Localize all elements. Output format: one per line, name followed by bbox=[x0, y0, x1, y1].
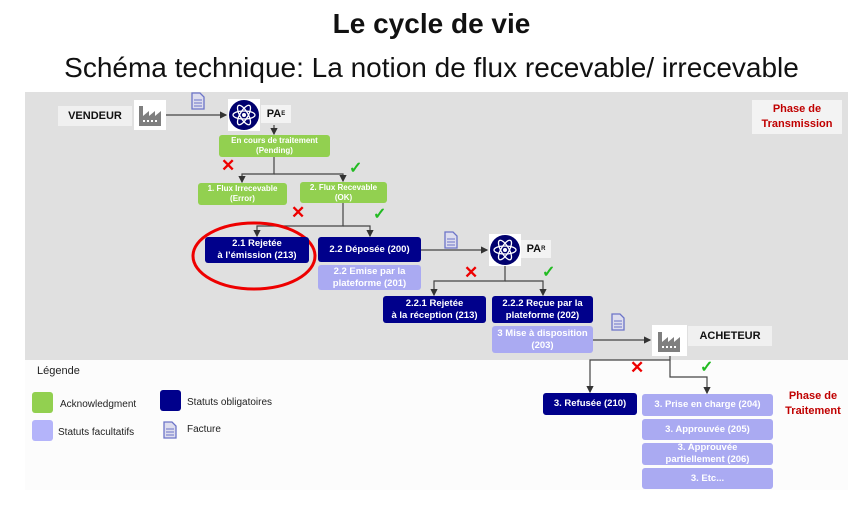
legend-facultatifs: Statuts facultatifs bbox=[58, 427, 135, 438]
accept-check-icon: ✓ bbox=[349, 160, 363, 177]
platform-emission-icon bbox=[228, 99, 260, 131]
status-etc: 3. Etc... bbox=[642, 468, 773, 489]
acheteur-label: ACHETEUR bbox=[688, 326, 772, 346]
status-refusee: 3. Refusée (210) bbox=[543, 393, 637, 415]
status-prise-en-charge: 3. Prise en charge (204) bbox=[642, 394, 773, 416]
status-pending: En cours de traitement(Pending) bbox=[219, 135, 330, 157]
legend-title: Légende bbox=[37, 365, 80, 377]
slide-title: Le cycle de vie bbox=[332, 8, 531, 39]
legend-obligatoires: Statuts obligatoires bbox=[187, 397, 273, 408]
reject-x-icon: ✕ bbox=[464, 263, 479, 282]
highlight-ellipse bbox=[191, 221, 317, 291]
accept-check-icon: ✓ bbox=[700, 359, 714, 376]
invoice-icon bbox=[163, 421, 177, 439]
reject-x-icon: ✕ bbox=[221, 156, 236, 175]
status-mise-disposition: 3 Mise à disposition(203) bbox=[492, 326, 593, 353]
legend-acknowledgment: Acknowledgment bbox=[60, 399, 137, 410]
legend-swatch-acknowledgment bbox=[32, 392, 53, 413]
platform-reception-icon bbox=[489, 234, 521, 266]
vendeur-label: VENDEUR bbox=[58, 106, 132, 126]
legend-swatch-facultatifs bbox=[32, 420, 53, 441]
status-flux-recevable: 2. Flux Recevable(OK) bbox=[300, 182, 387, 203]
status-approuvee: 3. Approuvée (205) bbox=[642, 419, 773, 440]
accept-check-icon: ✓ bbox=[373, 206, 387, 223]
invoice-icon bbox=[611, 313, 625, 331]
slide-subtitle: Schéma technique: La notion de flux rece… bbox=[64, 52, 799, 83]
status-deposee: 2.2 Déposée (200) bbox=[318, 237, 421, 262]
invoice-icon bbox=[191, 92, 205, 110]
invoice-icon bbox=[444, 231, 458, 249]
accept-check-icon: ✓ bbox=[542, 264, 556, 281]
factory-icon bbox=[134, 100, 166, 130]
factory-icon bbox=[652, 325, 687, 356]
status-flux-irrecevable: 1. Flux Irrecevable(Error) bbox=[198, 183, 287, 205]
legend-facture: Facture bbox=[187, 424, 221, 435]
reject-x-icon: ✕ bbox=[630, 358, 645, 377]
reject-x-icon: ✕ bbox=[291, 203, 306, 222]
legend-swatch-obligatoires bbox=[160, 390, 181, 411]
